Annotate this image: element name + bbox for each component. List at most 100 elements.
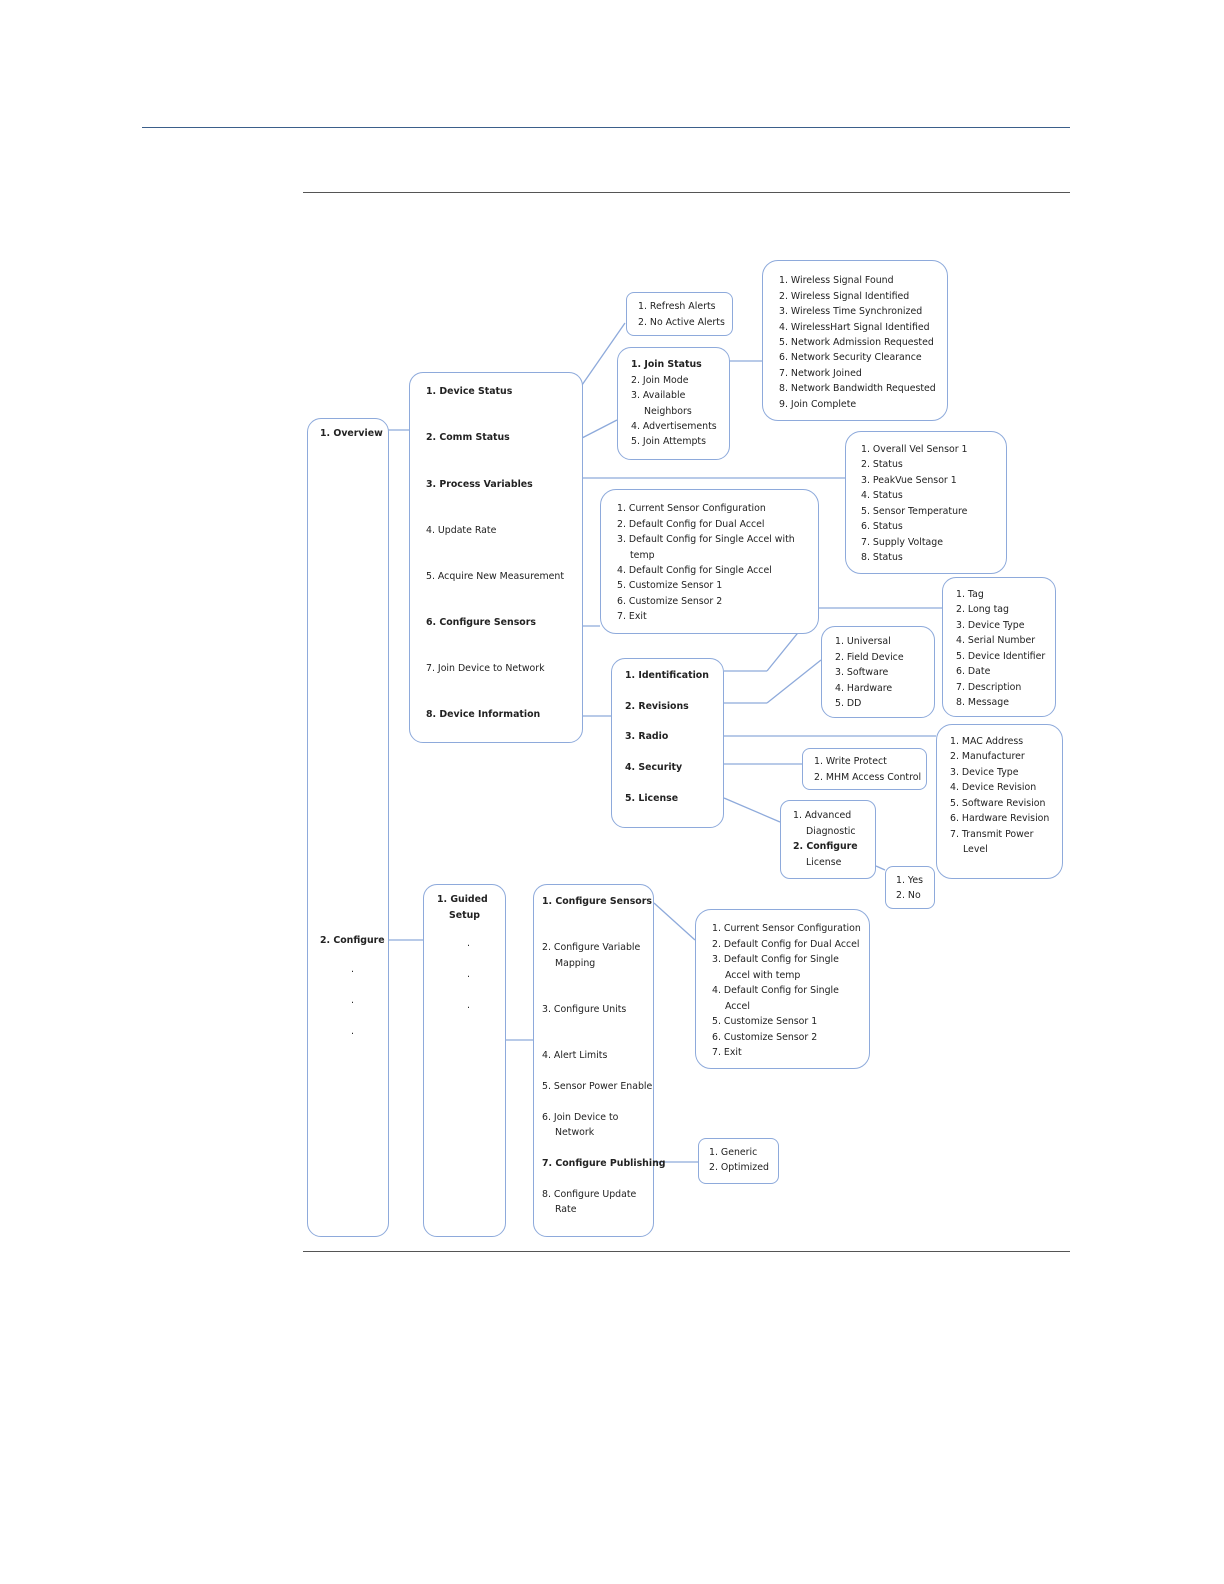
alerts-item[interactable]: 1. Refresh Alerts: [638, 301, 716, 312]
guided-item-alert-limits[interactable]: 4. Alert Limits: [542, 1050, 608, 1061]
device-info-item-revisions[interactable]: 2. Revisions: [625, 701, 689, 712]
menu-item-update-rate[interactable]: 4. Update Rate: [426, 525, 497, 536]
join-status-item[interactable]: 5. Network Admission Requested: [779, 337, 934, 348]
identification-item[interactable]: 6. Date: [956, 666, 991, 677]
yes-option[interactable]: 1. Yes: [896, 875, 924, 886]
join-status-item[interactable]: 4. WirelessHart Signal Identified: [779, 322, 930, 333]
guided-item-wrap: Mapping: [555, 958, 596, 969]
identification-item[interactable]: 7. Description: [956, 682, 1022, 693]
configure-item[interactable]: 2. Configure: [320, 935, 385, 946]
guided-config-sensor-item[interactable]: 2. Default Config for Dual Accel: [712, 939, 860, 950]
license-item[interactable]: 1. Advanced: [793, 810, 852, 821]
process-var-item[interactable]: 3. PeakVue Sensor 1: [861, 475, 957, 486]
comm-item[interactable]: 3. Available: [631, 390, 686, 401]
guided-item-sensor-power[interactable]: 5. Sensor Power Enable: [542, 1081, 653, 1092]
radio-box: 1. MAC Address 2. Manufacturer 3. Device…: [936, 724, 1063, 879]
identification-item[interactable]: 2. Long tag: [956, 604, 1009, 615]
guided-item-configure-sensors[interactable]: 1. Configure Sensors: [542, 896, 652, 907]
process-var-item[interactable]: 8. Status: [861, 552, 903, 563]
ellipsis-dot: ·: [351, 1029, 354, 1040]
config-sensor-item[interactable]: 6. Customize Sensor 2: [617, 596, 723, 607]
guided-item-variable-mapping[interactable]: 2. Configure Variable: [542, 942, 641, 953]
guided-config-sensor-item[interactable]: 1. Current Sensor Configuration: [712, 923, 861, 934]
guided-config-sensor-item[interactable]: 6. Customize Sensor 2: [712, 1032, 818, 1043]
guided-item-update-rate[interactable]: 8. Configure Update: [542, 1189, 637, 1200]
device-info-item-radio[interactable]: 3. Radio: [625, 731, 669, 742]
menu-item-device-status[interactable]: 1. Device Status: [426, 386, 513, 397]
radio-item[interactable]: 4. Device Revision: [950, 782, 1037, 793]
radio-item[interactable]: 7. Transmit Power: [950, 829, 1034, 840]
process-var-item[interactable]: 7. Supply Voltage: [861, 537, 944, 548]
publishing-item[interactable]: 2. Optimized: [709, 1162, 769, 1173]
comm-status-box: 1. Join Status 2. Join Mode 3. Available…: [617, 347, 730, 460]
comm-item[interactable]: 4. Advertisements: [631, 421, 717, 432]
menu-item-configure-sensors[interactable]: 6. Configure Sensors: [426, 617, 536, 628]
join-status-item[interactable]: 1. Wireless Signal Found: [779, 275, 894, 286]
process-var-item[interactable]: 1. Overall Vel Sensor 1: [861, 444, 968, 455]
process-var-item[interactable]: 5. Sensor Temperature: [861, 506, 968, 517]
menu-item-acquire-measurement[interactable]: 5. Acquire New Measurement: [426, 571, 565, 582]
security-item[interactable]: 1. Write Protect: [814, 756, 887, 767]
device-information-box: 1. Identification 2. Revisions 3. Radio …: [611, 658, 724, 828]
process-var-item[interactable]: 4. Status: [861, 490, 903, 501]
guided-config-sensor-item[interactable]: 5. Customize Sensor 1: [712, 1016, 818, 1027]
process-var-item[interactable]: 6. Status: [861, 521, 903, 532]
publishing-item[interactable]: 1. Generic: [709, 1147, 758, 1158]
revisions-item[interactable]: 2. Field Device: [835, 652, 904, 663]
revisions-item[interactable]: 4. Hardware: [835, 683, 893, 694]
alerts-item[interactable]: 2. No Active Alerts: [638, 317, 725, 328]
join-status-item[interactable]: 2. Wireless Signal Identified: [779, 291, 910, 302]
guided-item-units[interactable]: 3. Configure Units: [542, 1004, 627, 1015]
device-info-item-identification[interactable]: 1. Identification: [625, 670, 709, 681]
config-sensor-item[interactable]: 5. Customize Sensor 1: [617, 580, 723, 591]
guided-item-publishing[interactable]: 7. Configure Publishing: [542, 1158, 666, 1169]
comm-item[interactable]: 1. Join Status: [631, 359, 702, 370]
comm-item[interactable]: 5. Join Attempts: [631, 436, 706, 447]
menu-item-comm-status[interactable]: 2. Comm Status: [426, 432, 510, 443]
identification-box: 1. Tag 2. Long tag 3. Device Type 4. Ser…: [942, 577, 1056, 717]
guided-config-sensor-item[interactable]: 3. Default Config for Single: [712, 954, 839, 965]
identification-item[interactable]: 5. Device Identifier: [956, 651, 1046, 662]
device-info-item-security[interactable]: 4. Security: [625, 762, 683, 773]
guided-item-join-device[interactable]: 6. Join Device to: [542, 1112, 619, 1123]
config-sensor-item[interactable]: 1. Current Sensor Configuration: [617, 503, 766, 514]
identification-item[interactable]: 3. Device Type: [956, 620, 1025, 631]
radio-item[interactable]: 5. Software Revision: [950, 798, 1046, 809]
radio-item[interactable]: 2. Manufacturer: [950, 751, 1025, 762]
identification-item[interactable]: 1. Tag: [956, 589, 984, 600]
config-sensor-item[interactable]: 7. Exit: [617, 611, 647, 622]
join-status-item[interactable]: 7. Network Joined: [779, 368, 862, 379]
join-status-item[interactable]: 9. Join Complete: [779, 399, 857, 410]
overview-item[interactable]: 1. Overview: [320, 428, 383, 439]
license-item[interactable]: 2. Configure: [793, 841, 858, 852]
guided-setup-item-wrap: Setup: [449, 910, 480, 921]
menu-item-device-information[interactable]: 8. Device Information: [426, 709, 541, 720]
guided-config-sensor-item[interactable]: 7. Exit: [712, 1047, 742, 1058]
menu-item-process-variables[interactable]: 3. Process Variables: [426, 479, 533, 490]
radio-item[interactable]: 1. MAC Address: [950, 736, 1024, 747]
no-option[interactable]: 2. No: [896, 890, 921, 901]
join-status-item[interactable]: 6. Network Security Clearance: [779, 352, 922, 363]
guided-setup-item[interactable]: 1. Guided: [437, 894, 488, 905]
header-rule: [142, 127, 1070, 128]
radio-item[interactable]: 3. Device Type: [950, 767, 1019, 778]
identification-item[interactable]: 4. Serial Number: [956, 635, 1036, 646]
revisions-item[interactable]: 1. Universal: [835, 636, 891, 647]
identification-item[interactable]: 8. Message: [956, 697, 1010, 708]
revisions-item[interactable]: 3. Software: [835, 667, 889, 678]
join-status-item[interactable]: 8. Network Bandwidth Requested: [779, 383, 936, 394]
device-info-item-license[interactable]: 5. License: [625, 793, 679, 804]
guided-menu-box: 1. Configure Sensors 2. Configure Variab…: [533, 884, 665, 1237]
config-sensor-item[interactable]: 3. Default Config for Single Accel with: [617, 534, 795, 545]
security-item[interactable]: 2. MHM Access Control: [814, 772, 922, 783]
process-var-item[interactable]: 2. Status: [861, 459, 903, 470]
radio-item[interactable]: 6. Hardware Revision: [950, 813, 1050, 824]
revisions-item[interactable]: 5. DD: [835, 698, 862, 709]
menu-item-join-device[interactable]: 7. Join Device to Network: [426, 663, 545, 674]
config-sensor-item[interactable]: 4. Default Config for Single Accel: [617, 565, 772, 576]
comm-item[interactable]: 2. Join Mode: [631, 375, 689, 386]
guided-config-sensor-item[interactable]: 4. Default Config for Single: [712, 985, 839, 996]
join-status-item[interactable]: 3. Wireless Time Synchronized: [779, 306, 923, 317]
config-sensor-item[interactable]: 2. Default Config for Dual Accel: [617, 519, 765, 530]
